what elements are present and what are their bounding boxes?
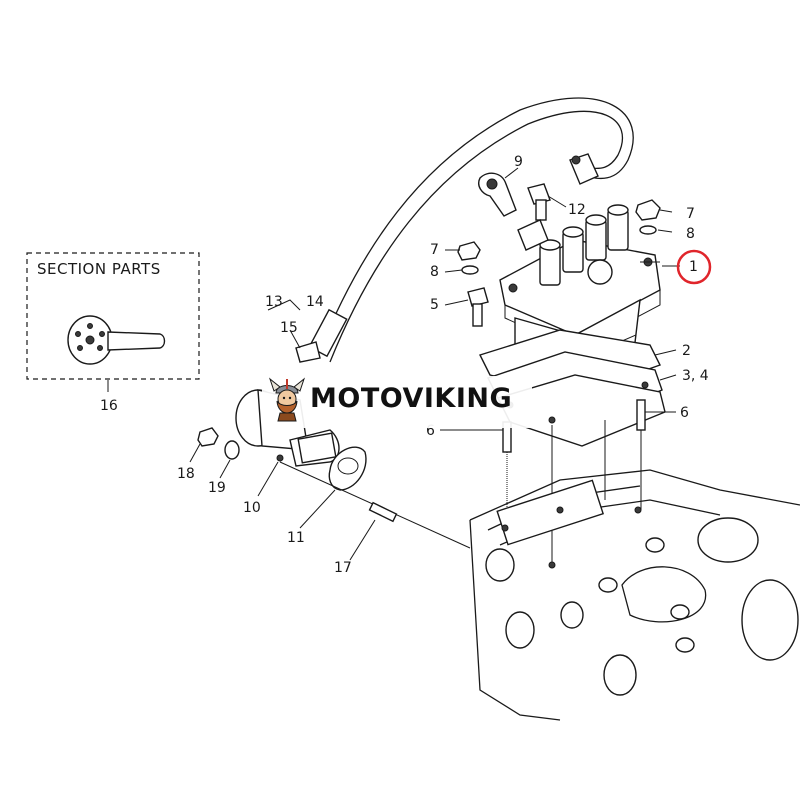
washer-19 <box>224 440 240 460</box>
callout-19: 19 <box>208 480 226 496</box>
callout-7-right: 7 <box>686 206 695 222</box>
callout-2: 2 <box>682 343 691 359</box>
hose-clamp <box>295 341 321 363</box>
banjo-bolt <box>527 183 551 221</box>
callout-7-left: 7 <box>430 242 439 258</box>
callout-8-left: 8 <box>430 264 439 280</box>
banjo-fitting <box>478 172 517 217</box>
callout-1-highlight <box>676 249 712 285</box>
nut-washer-left <box>457 241 481 275</box>
callout-17: 17 <box>334 560 352 576</box>
callout-13: 13 <box>265 294 283 310</box>
callout-16: 16 <box>100 398 118 414</box>
callout-11: 11 <box>287 530 305 546</box>
bolt-5 <box>467 287 489 327</box>
callout-1: 1 <box>689 259 698 275</box>
viking-head-logo <box>268 377 306 422</box>
callout-9: 9 <box>514 154 523 170</box>
callout-12: 12 <box>568 202 586 218</box>
alignment-lines <box>506 261 660 565</box>
nut-washer-right <box>635 199 661 235</box>
section-parts-title: SECTION PARTS <box>37 260 161 278</box>
callout-14: 14 <box>306 294 324 310</box>
callout-10: 10 <box>243 500 261 516</box>
stud-17 <box>368 501 398 523</box>
section-parts-box <box>26 252 200 392</box>
callout-3-4: 3, 4 <box>682 368 709 384</box>
leader-lines <box>189 167 680 561</box>
callout-8-right: 8 <box>686 226 695 242</box>
watermark-banner <box>262 376 532 428</box>
watermark-text: MOTOVIKING <box>310 383 513 414</box>
callout-5: 5 <box>430 297 439 313</box>
engine-block <box>469 469 800 721</box>
callout-18: 18 <box>177 466 195 482</box>
callout-6-right: 6 <box>680 405 689 421</box>
solenoid-gasket <box>328 446 367 491</box>
callout-15: 15 <box>280 320 298 336</box>
hose-fitting-right <box>569 153 599 185</box>
nut-18 <box>197 427 219 447</box>
callout-6-left: 6 <box>426 423 435 439</box>
fuel-return-hose <box>308 97 634 363</box>
